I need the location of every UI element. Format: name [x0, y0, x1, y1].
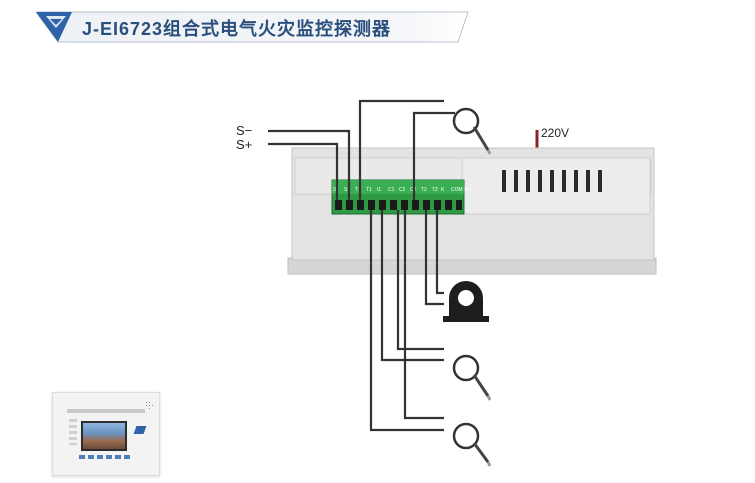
bottom-buttons: [79, 455, 133, 459]
header-banner: J-EI6723组合式电气火灾监控探测器: [36, 10, 472, 44]
display-unit-header: [67, 409, 145, 413]
wire-s-minus: [268, 129, 351, 200]
wire-t2-b: [396, 210, 444, 351]
display-unit-photo: [52, 392, 160, 476]
terminal-label-11: K: [441, 187, 445, 193]
temperature-sensor-3: [452, 422, 492, 467]
terminal-label-4: T1: [366, 187, 372, 193]
terminal-label-10: T2: [432, 187, 438, 193]
vent-slots: [502, 170, 602, 192]
terminal-label-2: S+: [344, 187, 350, 193]
current-transformer: [443, 281, 489, 322]
terminal-label-3: T1: [355, 187, 361, 193]
page-title: J-EI6723组合式电气火灾监控探测器: [82, 19, 392, 39]
s-plus-label: S+: [236, 137, 252, 152]
wire-s-plus: [268, 142, 339, 200]
vent-panel: [461, 157, 651, 215]
detector-device: S− S+ T1 T1 I1 C1 C2 C2 T2 T2 K COM NO: [287, 147, 657, 275]
terminal-label-com: COM NO: [451, 187, 472, 193]
brand-logo-icon: [133, 426, 147, 434]
terminal-screws: [335, 200, 462, 210]
wires: [268, 99, 444, 432]
wire-t3-b: [403, 210, 444, 420]
speaker-icon: [145, 401, 153, 409]
temperature-sensor-2: [452, 354, 492, 401]
s-minus-label: S−: [236, 123, 252, 138]
temperature-sensor-1: [444, 107, 492, 155]
wire-t2-a: [380, 210, 444, 362]
terminal-label-7: C2: [399, 187, 406, 193]
power-label: 220V: [541, 126, 569, 140]
terminal-label-5: I1: [377, 187, 381, 193]
wire-ct-a: [424, 210, 444, 306]
terminal-label-9: T2: [421, 187, 427, 193]
header-banner-shape: [36, 11, 469, 43]
wire-t3-a: [369, 210, 444, 432]
wire-t1-a: [358, 99, 444, 200]
side-buttons: [69, 419, 77, 445]
terminal-label-6: C1: [388, 187, 395, 193]
display-screen: [81, 421, 127, 451]
wire-t1-b: [412, 111, 444, 200]
wire-ct-b: [435, 210, 444, 295]
